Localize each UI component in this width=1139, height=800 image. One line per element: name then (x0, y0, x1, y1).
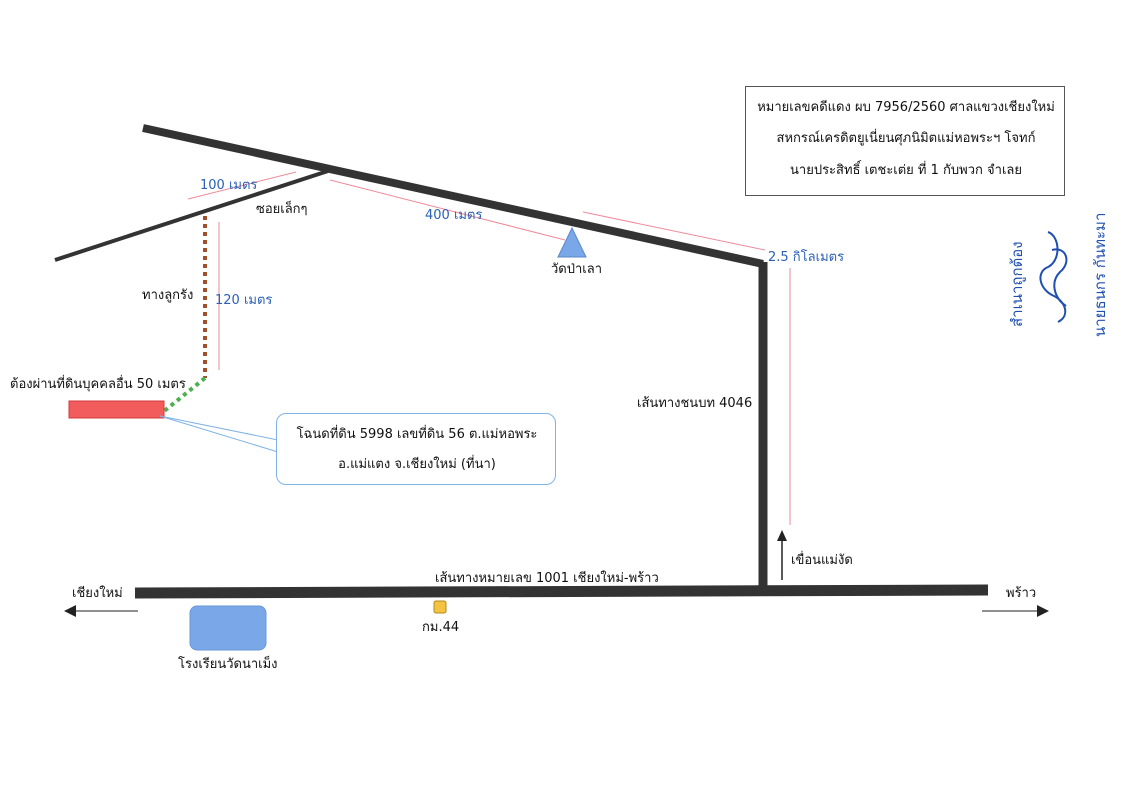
distance-line-400m (329, 179, 566, 241)
deed-callout: โฉนดที่ดิน 5998 เลขที่ดิน 56 ต.แม่หอพระ … (276, 413, 556, 485)
case-info-line-2: สหกรณ์เครดิตยูเนี่ยนศุภนิมิตแม่หอพระฯ โจ… (776, 131, 1036, 146)
dam-arrow-head (777, 530, 787, 541)
access-note: ต้องผ่านที่ดินบุคคลอื่น 50 เมตร (10, 377, 186, 392)
distance-label-120m: 120 เมตร (215, 293, 273, 308)
certifier-name-stamp: นายธนกร กันทะมา (1091, 212, 1109, 337)
laterite-road-label: ทางลูกรัง (142, 288, 194, 303)
temple-label: วัดป่าเลา (551, 262, 603, 277)
temple-marker (557, 226, 587, 258)
highway-1001-road (134, 584, 989, 599)
distance-label-2-5km: 2.5 กิโลเมตร (768, 250, 845, 265)
land-parcel (68, 400, 165, 419)
distance-label-100m: 100 เมตร (200, 178, 258, 193)
school-label: โรงเรียนวัดนาเม็ง (178, 657, 278, 672)
highway-label: เส้นทางหมายเลข 1001 เชียงใหม่-พร้าว (435, 571, 659, 586)
deed-line-1: โฉนดที่ดิน 5998 เลขที่ดิน 56 ต.แม่หอพระ (296, 427, 538, 442)
direction-east-label: พร้าว (1006, 586, 1037, 601)
callout-pointer (159, 415, 279, 441)
signature (1039, 231, 1068, 323)
distance-line-100m (187, 171, 297, 200)
distance-label-400m: 400 เมตร (425, 208, 483, 223)
west-arrow-head (64, 605, 76, 617)
deed-line-2: อ.แม่แตง จ.เชียงใหม่ (ที่นา) (338, 457, 496, 472)
east-arrow-head (1037, 605, 1049, 617)
case-info-box: หมายเลขคดีแดง ผบ 7956/2560 ศาลแขวงเชียงใ… (745, 86, 1065, 196)
school-marker (189, 605, 267, 651)
case-info-line-3: นายประสิทธิ์ เตชะเต่ย ที่ 1 กับพวก จำเลย (790, 163, 1022, 178)
private-access-path (161, 376, 207, 414)
distance-line-2-5km-top (582, 211, 766, 251)
km-44-marker (433, 600, 447, 614)
callout-pointer-2 (159, 415, 279, 453)
soi-lane (54, 169, 329, 262)
rural-road-4046-diagonal (142, 124, 764, 268)
km-marker-label: กม.44 (422, 620, 460, 635)
dam-label: เขื่อนแม่งัด (791, 553, 853, 568)
direction-west-label: เชียงใหม่ (72, 586, 123, 601)
case-info-line-1: หมายเลขคดีแดง ผบ 7956/2560 ศาลแขวงเชียงใ… (757, 100, 1055, 115)
rural-road-label: เส้นทางชนบท 4046 (637, 396, 753, 411)
soi-label: ซอยเล็กๆ (256, 202, 308, 217)
certified-copy-stamp: สำเนาถูกต้อง (1008, 241, 1026, 327)
